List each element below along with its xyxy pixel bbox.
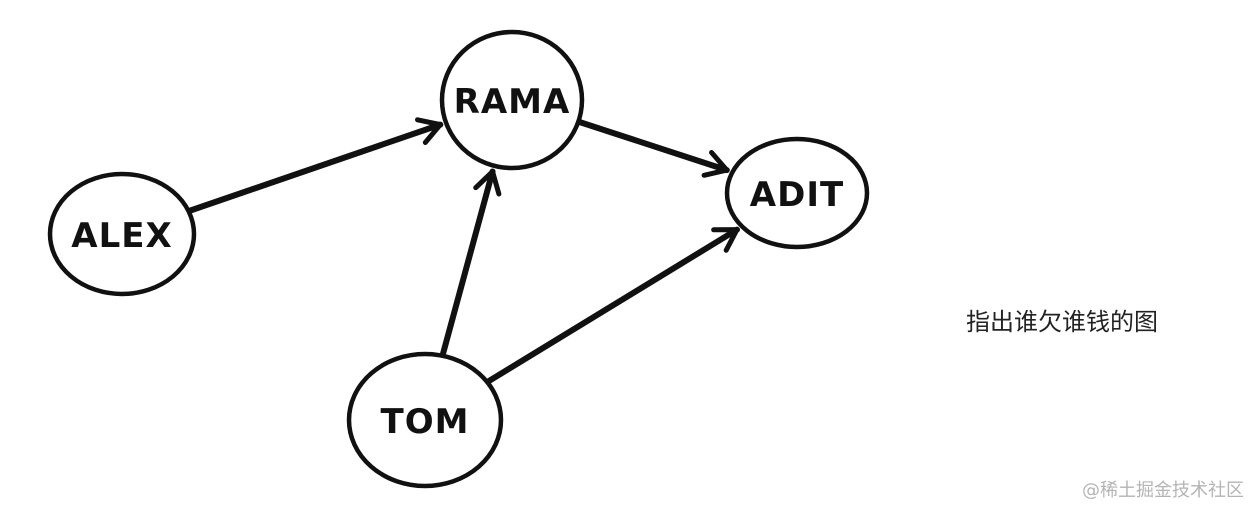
- arrowhead-icon: [711, 227, 740, 253]
- edge-line: [577, 119, 730, 174]
- node-circle: [47, 171, 197, 297]
- node-adit: ADIT: [724, 136, 870, 250]
- node-circle: [439, 29, 585, 171]
- node-circle: [724, 136, 870, 250]
- node-label: ADIT: [750, 175, 844, 215]
- node-label: RAMA: [454, 82, 571, 122]
- edge-line: [485, 226, 740, 385]
- node-rama: RAMA: [439, 29, 585, 171]
- arrowhead-icon: [701, 149, 730, 178]
- edge-tom-to-adit: [485, 226, 740, 385]
- nodes-layer: ALEX RAMA ADIT TOM: [47, 29, 870, 489]
- node-tom: TOM: [346, 351, 504, 489]
- arrowhead-icon: [415, 117, 443, 145]
- edge-rama-to-adit: [577, 119, 730, 178]
- node-label: ALEX: [71, 216, 172, 256]
- edge-tom-to-rama: [439, 168, 502, 357]
- node-label: TOM: [381, 402, 470, 442]
- node-alex: ALEX: [47, 171, 197, 297]
- edge-line: [187, 121, 444, 214]
- node-circle: [346, 351, 504, 489]
- diagram-caption: 指出谁欠谁钱的图: [966, 308, 1158, 336]
- edge-alex-to-rama: [187, 117, 444, 214]
- edge-line: [439, 168, 496, 357]
- edges-layer: [187, 117, 740, 385]
- watermark-text: @稀土掘金技术社区: [1082, 480, 1244, 501]
- arrowhead-icon: [473, 169, 502, 197]
